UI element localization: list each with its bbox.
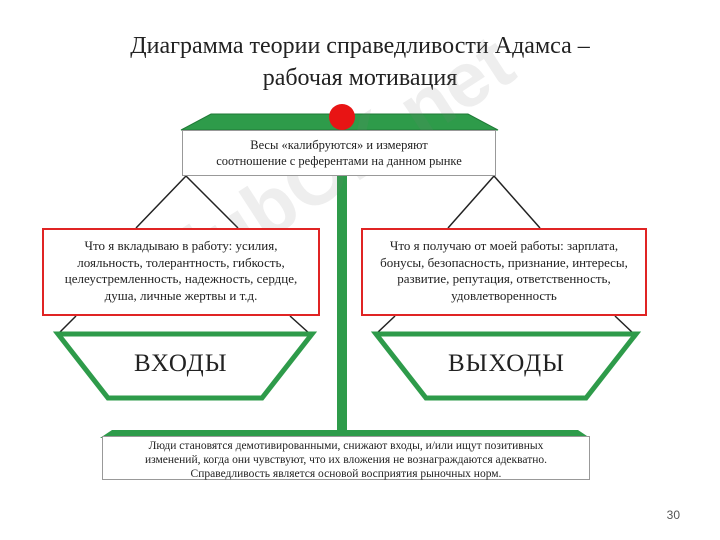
right-hanger-line-1 — [447, 175, 495, 229]
pivot-knob — [329, 104, 355, 130]
inputs-description-box: Что я вкладываю в работу: усилия, лояльн… — [42, 228, 320, 316]
title-line-1: Диаграмма теории справедливости Адамса – — [130, 33, 590, 59]
outputs-line-4: удовлетворенность — [451, 287, 557, 303]
right-pan-line-1 — [375, 315, 396, 335]
inputs-line-4: душа, личные жертвы и т.д. — [104, 287, 258, 303]
left-pan — [52, 331, 318, 401]
slide-title: Диаграмма теории справедливости Адамса –… — [0, 30, 720, 94]
left-pan-line-2 — [289, 315, 311, 335]
title-line-2: рабочая мотивация — [262, 65, 458, 91]
calibration-box: Весы «калибруются» и измеряют соотношени… — [182, 130, 496, 176]
right-pan-line-2 — [614, 315, 635, 335]
conclusion-line-2: изменений, когда они чувствуют, что их в… — [144, 454, 548, 466]
inputs-line-1: Что я вкладываю в работу: усилия, — [84, 238, 278, 253]
outputs-pan-label: ВЫХОДЫ — [448, 350, 565, 377]
conclusion-line-3: Справедливость является основой восприят… — [190, 468, 502, 480]
left-pan-line-1 — [57, 315, 77, 335]
calibration-line-1: Весы «калибруются» и измеряют — [250, 138, 428, 152]
right-pan — [370, 331, 642, 401]
left-hanger-line-1 — [135, 175, 187, 229]
outputs-description-box: Что я получаю от моей работы: зарплата, … — [361, 228, 647, 316]
calibration-line-2: соотношение с референтами на данном рынк… — [216, 154, 462, 168]
right-hanger-line-2 — [493, 175, 541, 229]
page-number: 30 — [666, 508, 680, 522]
center-pole — [337, 176, 347, 438]
outputs-line-1: Что я получаю от моей работы: зарплата, — [389, 238, 619, 253]
inputs-line-3: целеустремленность, надежность, сердце, — [64, 271, 298, 286]
inputs-line-2: лояльность, толерантность, гибкость, — [77, 254, 285, 270]
inputs-pan-label: ВХОДЫ — [134, 350, 228, 377]
outputs-line-2: бонусы, безопасность, признание, интерес… — [380, 254, 628, 270]
outputs-line-3: развитие, репутация, ответственность, — [397, 271, 611, 286]
conclusion-box: Люди становятся демотивированными, снижа… — [102, 436, 590, 480]
conclusion-line-1: Люди становятся демотивированными, снижа… — [148, 440, 544, 452]
left-hanger-line-2 — [185, 175, 239, 229]
